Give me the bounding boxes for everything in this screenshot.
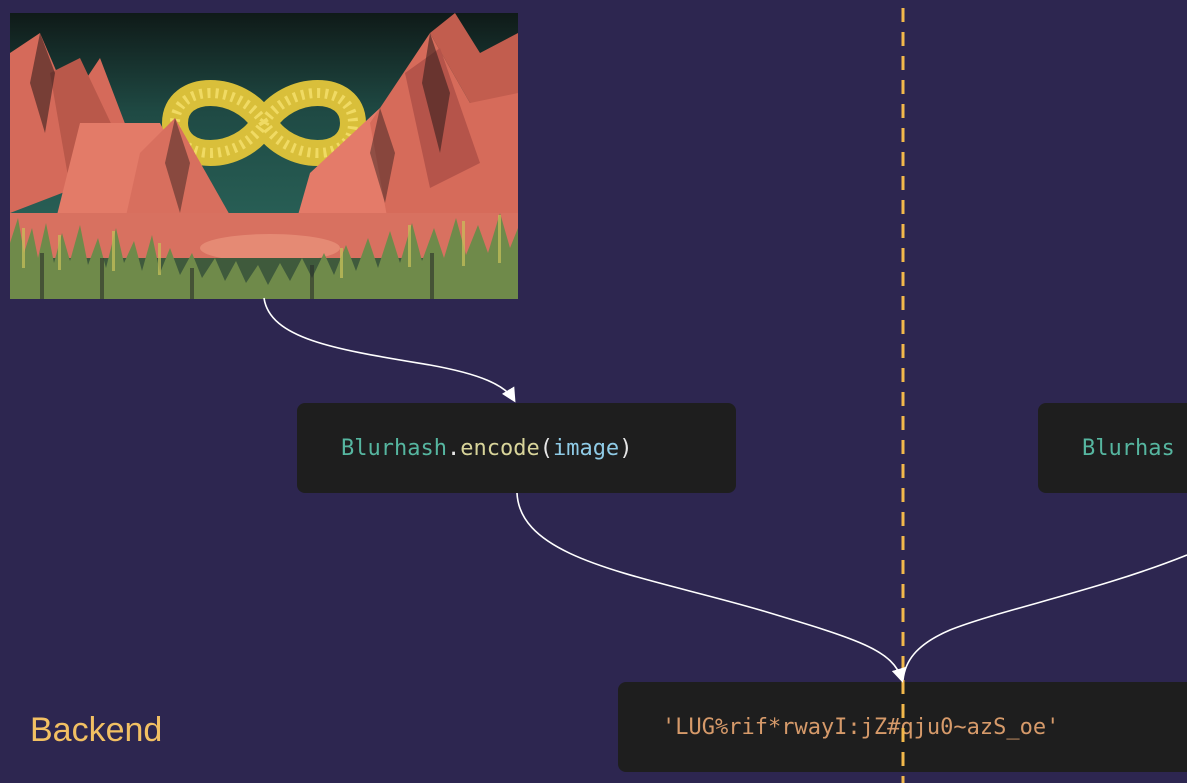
arrow-image-to-encode	[263, 297, 516, 403]
arrow-encode-to-hash	[516, 492, 906, 683]
encode-close-paren: )	[619, 435, 633, 461]
source-artwork-image	[10, 13, 518, 299]
hash-string-value: 'LUG%rif*rwayI:jZ#qju0~azS_oe'	[662, 714, 1060, 740]
encode-argument: image	[552, 435, 620, 461]
encode-class-name: Blurhash	[341, 435, 447, 461]
encode-dot: .	[446, 435, 461, 461]
arrow-decode-to-hash	[902, 554, 1187, 681]
encode-code-block: Blurhash.encode(image)	[297, 403, 736, 493]
decode-code-block: Blurhas	[1038, 403, 1187, 493]
hash-string-block: 'LUG%rif*rwayI:jZ#qju0~azS_oe'	[618, 682, 1187, 772]
decode-class-name: Blurhas	[1082, 435, 1175, 461]
backend-label: Backend	[30, 711, 163, 749]
encode-open-paren: (	[539, 435, 553, 461]
encode-method-name: encode	[460, 435, 540, 461]
